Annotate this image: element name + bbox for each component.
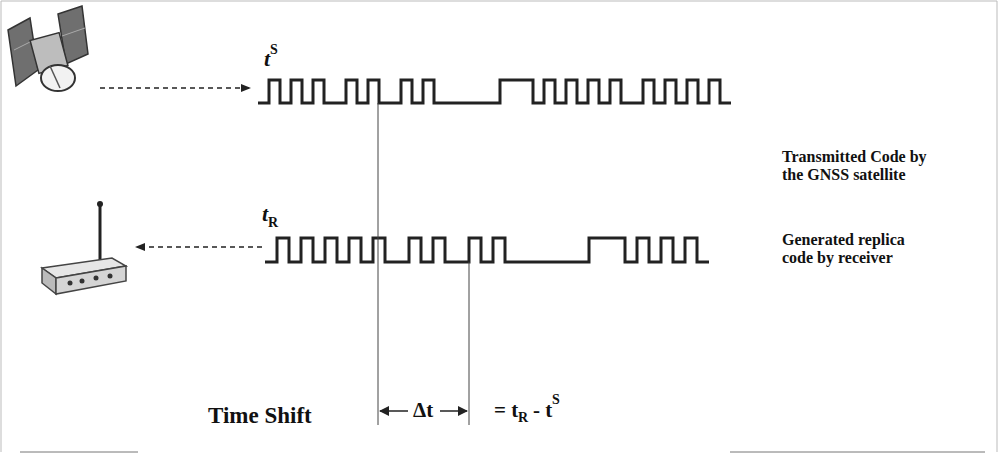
equation-superscript: S — [552, 392, 560, 408]
time-superscript: S — [270, 42, 278, 58]
frame-rule — [20, 452, 138, 453]
satellite-icon — [8, 6, 88, 91]
frame-rule — [730, 452, 985, 453]
time-marker — [469, 262, 470, 425]
equation-part: = t — [494, 398, 518, 422]
shift-arrowhead — [379, 406, 389, 416]
receiver-icon — [42, 201, 126, 294]
shift-arrowhead — [458, 406, 468, 416]
equation-subscript: R — [518, 410, 528, 426]
signal-arrow — [100, 87, 250, 89]
code-caption: Generated replica code by receiver — [782, 231, 932, 268]
replica-code-wave — [265, 238, 709, 262]
equation-part: - t — [533, 398, 552, 422]
time-symbol: t — [262, 201, 268, 226]
shift-symbol: Δt — [410, 398, 436, 422]
code-caption: Transmitted Code by the GNSS satellite — [782, 148, 932, 185]
time-symbol: t — [264, 46, 270, 71]
signal-arrow — [136, 246, 262, 248]
time-marker — [378, 103, 379, 425]
axis-label: Time Shift — [208, 403, 312, 429]
transmitted-code-wave — [258, 80, 731, 103]
time-subscript: R — [268, 215, 278, 231]
